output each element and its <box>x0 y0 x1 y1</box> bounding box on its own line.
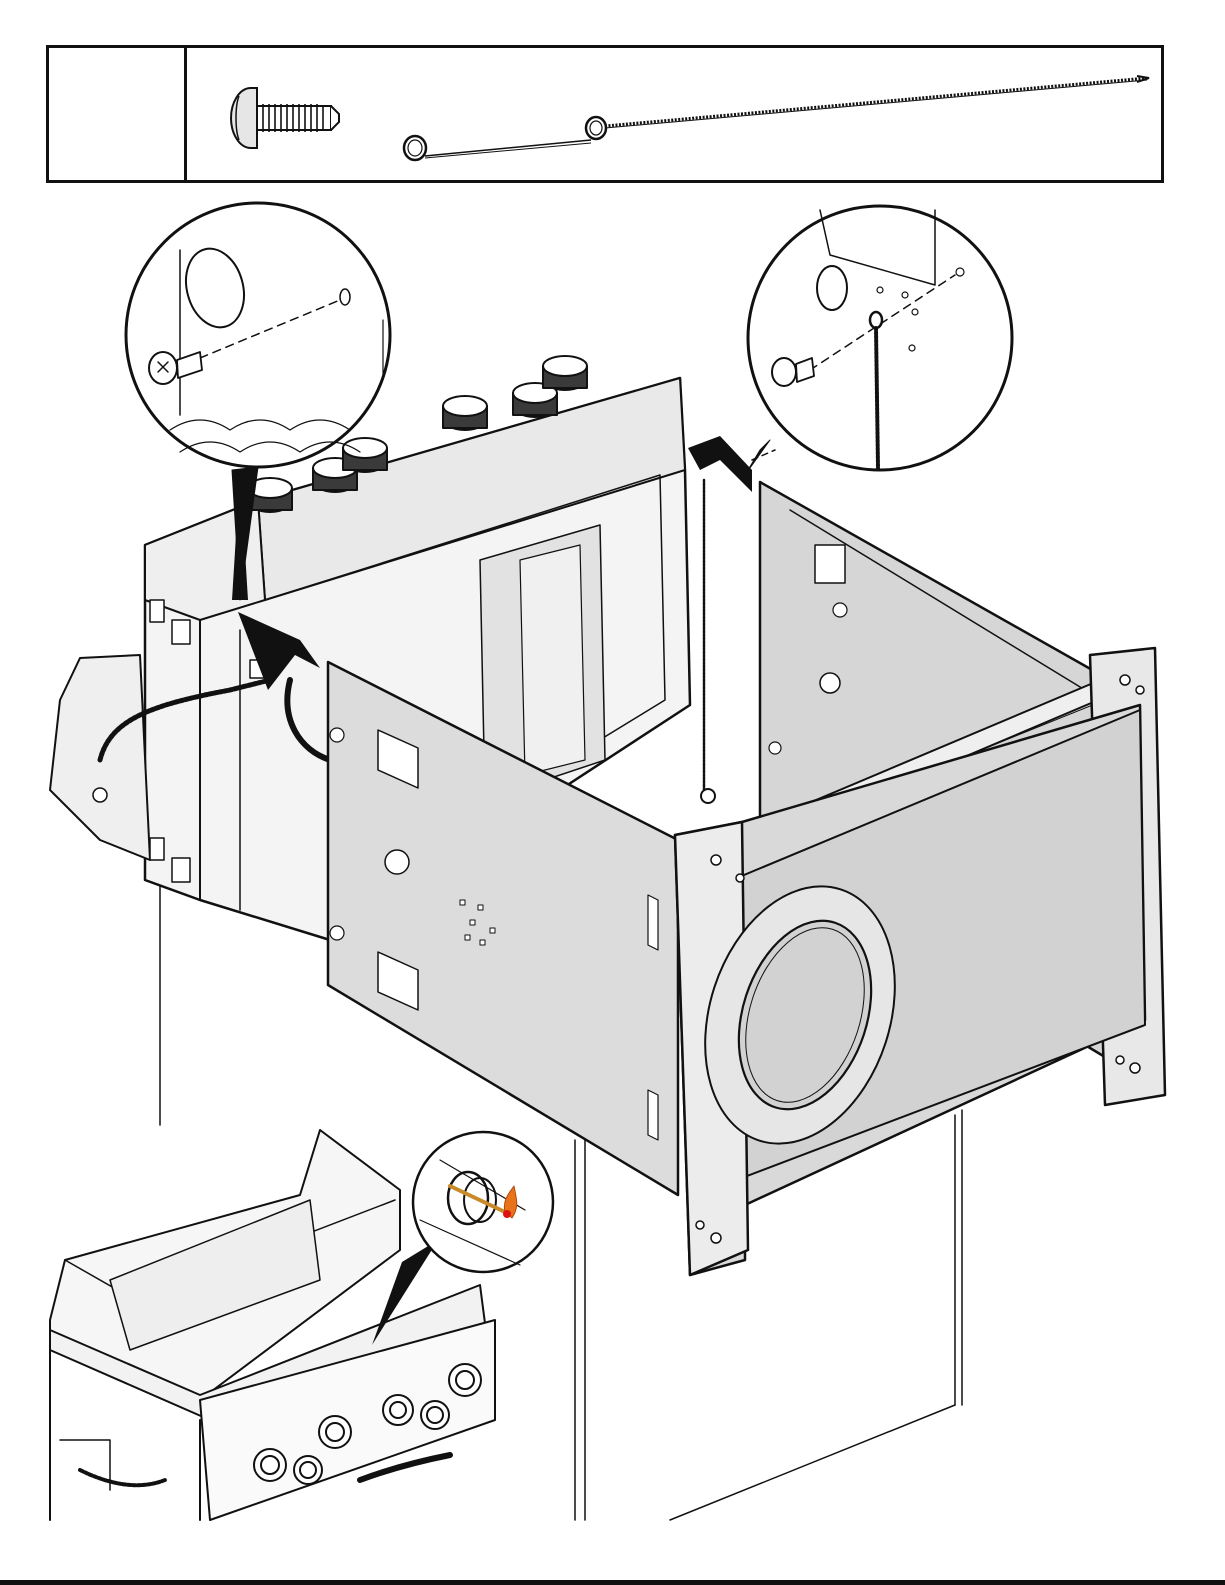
footer-rule <box>0 1580 1225 1585</box>
match-chain <box>701 480 715 803</box>
detail-callout-right-chain <box>745 206 1012 475</box>
